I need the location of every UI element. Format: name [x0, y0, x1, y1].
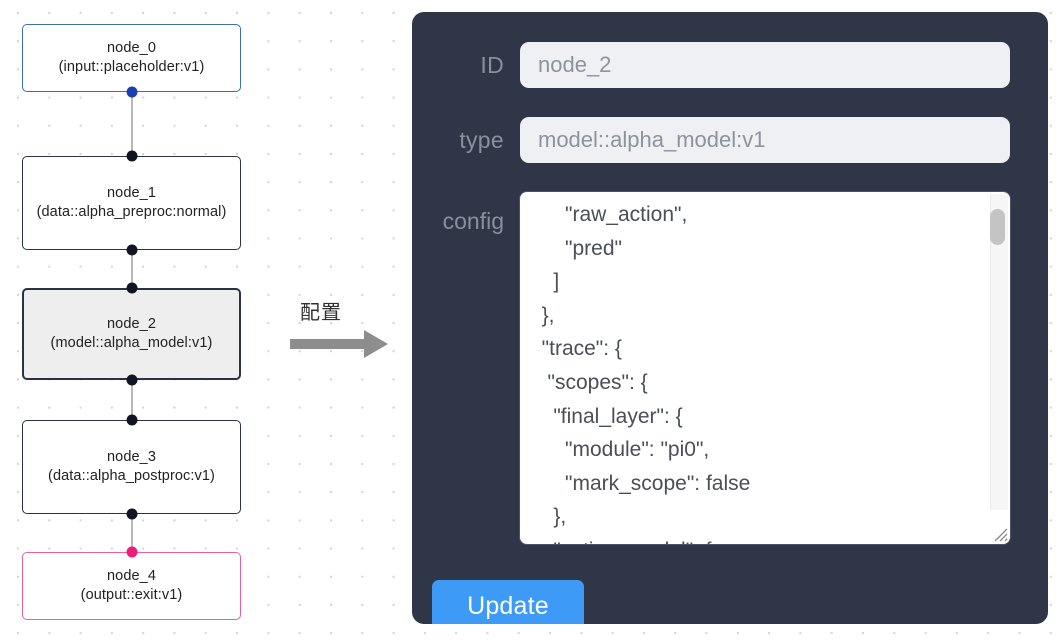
- graph-node-title: node_1: [107, 184, 156, 201]
- graph-node-subtitle: (output::exit:v1): [80, 587, 183, 603]
- id-input[interactable]: [520, 42, 1010, 88]
- config-textarea-wrapper: "raw_action", "pred" ] }, "trace": { "sc…: [520, 192, 1010, 544]
- graph-node-subtitle: (input::placeholder:v1): [58, 59, 205, 75]
- graph-node-node_3[interactable]: node_3(data::alpha_postproc:v1): [22, 420, 241, 514]
- graph-node-port-out[interactable]: [126, 374, 137, 386]
- graph-node-port-in[interactable]: [126, 282, 137, 294]
- graph-edge[interactable]: [130, 514, 133, 552]
- arrow-right-icon: [290, 330, 388, 358]
- graph-edge[interactable]: [130, 250, 133, 288]
- type-field-row: type: [412, 117, 1010, 163]
- graph-node-subtitle: (data::alpha_preproc:normal): [36, 204, 227, 220]
- graph-node-port-in[interactable]: [126, 546, 137, 558]
- graph-node-title: node_0: [107, 39, 156, 56]
- graph-node-node_4[interactable]: node_4(output::exit:v1): [22, 552, 241, 620]
- type-input[interactable]: [520, 117, 1010, 163]
- id-field-row: ID: [412, 42, 1010, 88]
- graph-node-title: node_3: [107, 448, 156, 465]
- graph-node-port-in[interactable]: [126, 414, 137, 426]
- graph-node-node_1[interactable]: node_1(data::alpha_preproc:normal): [22, 156, 241, 250]
- arrow-caption: 配置: [300, 300, 342, 324]
- graph-node-title: node_4: [107, 567, 156, 584]
- graph-node-node_2[interactable]: node_2(model::alpha_model:v1): [22, 288, 241, 380]
- graph-node-node_0[interactable]: node_0(input::placeholder:v1): [22, 24, 241, 92]
- resize-handle-icon[interactable]: [989, 523, 1009, 543]
- graph-node-subtitle: (data::alpha_postproc:v1): [48, 468, 215, 484]
- graph-node-port-in[interactable]: [126, 150, 137, 162]
- graph-node-port-out[interactable]: [126, 86, 137, 98]
- graph-edge[interactable]: [130, 380, 133, 420]
- graph-node-port-out[interactable]: [126, 508, 137, 520]
- config-field-row: config "raw_action", "pred" ] }, "trace"…: [412, 192, 1010, 544]
- update-button[interactable]: Update: [432, 580, 584, 624]
- config-label: config: [442, 208, 504, 234]
- config-textarea[interactable]: "raw_action", "pred" ] }, "trace": { "sc…: [520, 192, 1010, 544]
- config-scrollbar-thumb[interactable]: [990, 209, 1005, 245]
- graph-node-subtitle: (model::alpha_model:v1): [50, 335, 213, 351]
- configure-arrow-group: 配置: [290, 296, 394, 366]
- node-config-panel: ID type config "raw_action", "pred" ] },…: [412, 12, 1048, 624]
- config-scrollbar-track[interactable]: [990, 194, 1008, 510]
- id-label: ID: [480, 51, 504, 78]
- graph-edge[interactable]: [130, 92, 133, 156]
- type-label: type: [459, 126, 504, 153]
- graph-node-title: node_2: [107, 315, 156, 332]
- graph-canvas[interactable]: node_0(input::placeholder:v1)node_1(data…: [0, 0, 396, 643]
- graph-node-port-out[interactable]: [126, 244, 137, 256]
